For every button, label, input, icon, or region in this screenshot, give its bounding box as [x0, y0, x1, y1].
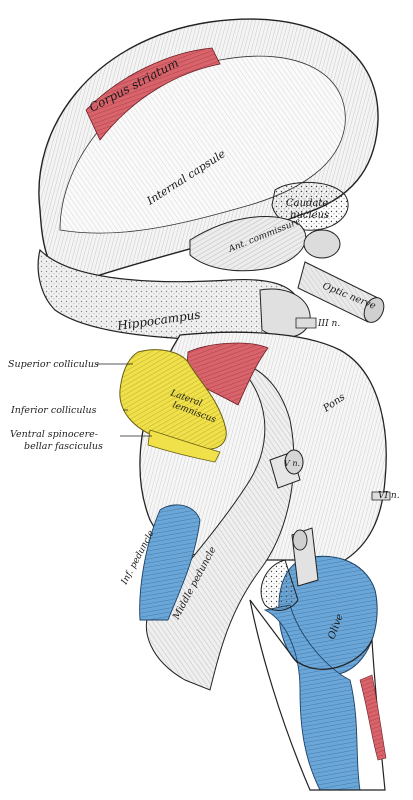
- ventral-spinocerebellar-label-2: bellar fasciculus: [24, 441, 103, 452]
- caudate-label-2: nucleus: [290, 210, 329, 221]
- ventral-spinocerebellar-label-1: Ventral spinocere-: [10, 429, 98, 440]
- sixth-nerve: [371, 491, 391, 501]
- inferior-colliculus-label: Inferior colliculus: [10, 405, 97, 416]
- caudate-label-1: Caudate: [286, 198, 328, 209]
- blue-region-inf-peduncle: [139, 504, 201, 621]
- sixth-nerve-label: VI n.: [378, 491, 400, 501]
- third-nerve: [295, 317, 317, 329]
- red-region-lemniscus: [185, 342, 269, 406]
- optic-nerve: [297, 261, 385, 323]
- third-nerve-label: III n.: [317, 319, 340, 329]
- facial-acoustic-nerves: [260, 527, 319, 611]
- fifth-nerve: [269, 449, 304, 489]
- red-region-medulla: [359, 674, 387, 761]
- red-region-striatum: [85, 47, 221, 141]
- medulla: [249, 599, 386, 791]
- superior-colliculus-label: Superior colliculus: [8, 359, 99, 370]
- hippocampus: [37, 248, 311, 341]
- fifth-nerve-label: V n.: [284, 459, 300, 468]
- yellow-region-colliculi: [119, 349, 227, 450]
- globular-nucleus: [303, 229, 341, 259]
